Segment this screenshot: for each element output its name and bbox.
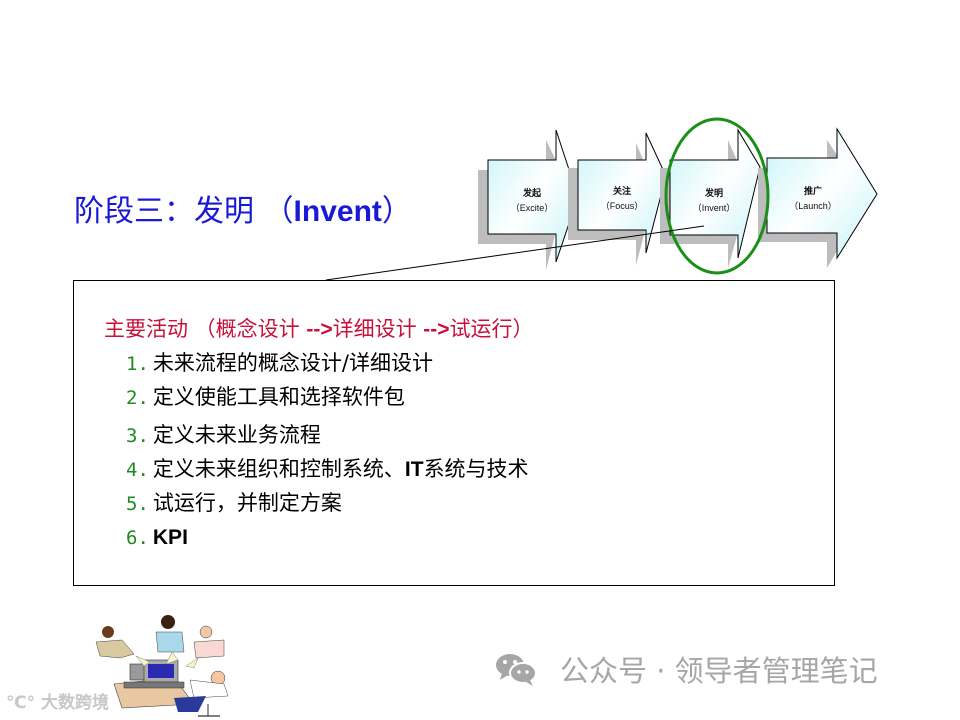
activities-heading: 主要活动 （概念设计 -->详细设计 -->试运行） [104, 313, 534, 343]
arrow-label-cn: 推广 [803, 186, 822, 196]
step-text: 试运行，并制定方案 [152, 491, 342, 515]
arrow-label-en: （Focus） [600, 201, 644, 211]
watermark-dashu: ℃° 大数跨境 [6, 688, 109, 713]
step-text: 定义使能工具和选择软件包 [152, 385, 405, 409]
arrow-label-cn: 发明 [704, 188, 723, 198]
step-number: 3. [126, 425, 149, 447]
heading-part: 试运行） [449, 317, 534, 341]
activity-step-2: 2.定义使能工具和选择软件包 [126, 381, 405, 411]
arrow-label-cn: 关注 [612, 186, 631, 196]
slide-title-cn: 阶段三：发明 （ [74, 194, 294, 229]
activity-step-1: 1.未来流程的概念设计/详细设计 [126, 347, 433, 377]
slide-title-en: Invent [293, 195, 382, 228]
step-number: 1. [126, 353, 149, 375]
step-text: 系统与技术 [423, 457, 529, 481]
step-number: 2. [126, 387, 149, 409]
arrow-label-en: （Launch） [789, 201, 837, 211]
arrow-label-cn: 发起 [522, 188, 541, 198]
arrow-label-invent: 发明 （Invent） [674, 186, 754, 216]
arrow-label-excite: 发起 （Excite） [492, 186, 572, 216]
step-number: 4. [126, 459, 149, 481]
step-text: 定义未来业务流程 [152, 423, 321, 447]
connector-line [325, 225, 705, 281]
slide-title: 阶段三：发明 （Invent） [74, 186, 412, 230]
watermark-left-text: 大数跨境 [41, 693, 110, 713]
arrow-label-launch: 推广 （Launch） [773, 184, 853, 214]
slide-title-close: ） [381, 194, 412, 229]
activity-step-4: 4.定义未来组织和控制系统、IT系统与技术 [126, 453, 529, 483]
team-at-computer-clipart [95, 615, 229, 717]
dashu-logo-icon: ℃° [6, 693, 36, 713]
watermark-right-text: 公众号 · 领导者管理笔记 [560, 654, 878, 688]
step-number: 6. [126, 527, 149, 549]
wechat-icon [496, 654, 537, 686]
step-text: 未来流程的概念设计/详细设计 [152, 351, 433, 375]
arrow-label-focus: 关注 （Focus） [582, 184, 662, 214]
step-text: IT [404, 458, 424, 481]
step-text: 定义未来组织和控制系统、 [152, 457, 405, 481]
activity-step-3: 3.定义未来业务流程 [126, 419, 321, 449]
watermark-wechat: 公众号 · 领导者管理笔记 [494, 648, 878, 690]
step-text: KPI [152, 526, 188, 549]
heading-arrow: --> [306, 318, 333, 341]
heading-part: 主要活动 （概念设计 [104, 317, 307, 341]
arrow-label-en: （Invent） [692, 203, 736, 213]
activity-step-6: 6.KPI [126, 525, 188, 550]
activities-box: 主要活动 （概念设计 -->详细设计 -->试运行） 1.未来流程的概念设计/详… [73, 280, 835, 586]
heading-arrow: --> [423, 318, 450, 341]
arrow-label-en: （Excite） [510, 203, 554, 213]
heading-part: 详细设计 [332, 317, 424, 341]
step-number: 5. [126, 493, 149, 515]
activity-step-5: 5.试运行，并制定方案 [126, 487, 342, 517]
